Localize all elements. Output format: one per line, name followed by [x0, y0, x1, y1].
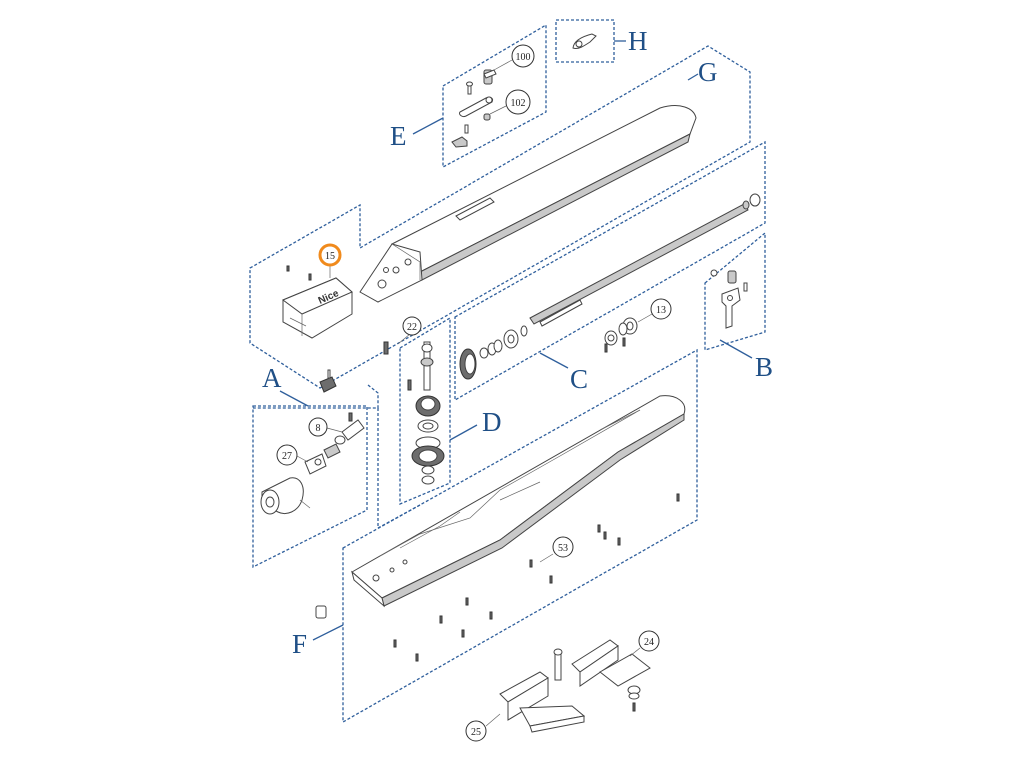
callout-100: 100	[516, 52, 531, 63]
release-key-part	[572, 33, 597, 49]
leader-B	[719, 339, 753, 359]
callout-leader-22	[397, 333, 411, 345]
callout-leader-24	[629, 647, 641, 657]
callout-leader-102	[489, 105, 507, 115]
callout-leader-8	[326, 427, 343, 433]
gear-column-D	[383, 341, 445, 485]
frame-G	[249, 45, 751, 389]
group-label-E: E	[390, 121, 407, 151]
bracket-parts-B	[710, 269, 748, 329]
callout-leader-100	[493, 59, 513, 71]
callout-bubble-13	[650, 298, 672, 320]
end-cap-part: Nice	[281, 277, 353, 339]
callout-leader-53	[539, 553, 554, 563]
gear-stack-C	[459, 325, 528, 380]
top-cover-part	[359, 105, 697, 303]
callout-bubble-22	[402, 316, 422, 336]
base-housing-part	[351, 395, 686, 608]
frame-A-upper	[253, 384, 379, 409]
callout-bubble-27	[276, 444, 298, 466]
group-label-H: H	[628, 26, 648, 56]
frame-A	[252, 405, 368, 569]
bearing-parts-13	[604, 317, 638, 353]
leader-G	[687, 73, 699, 81]
callout-bubble-100	[511, 44, 535, 68]
callout-8: 8	[316, 423, 321, 434]
group-label-G: G	[698, 57, 718, 87]
callout-leader-27	[296, 455, 309, 463]
callout-bubble-102	[505, 89, 531, 115]
mounting-bracket-25	[499, 671, 586, 733]
frame-F	[342, 348, 698, 724]
callout-27: 27	[282, 451, 292, 462]
frame-C	[454, 140, 766, 402]
group-label-A: A	[262, 363, 282, 393]
frame-E	[442, 23, 547, 169]
base-screws-F	[315, 493, 680, 662]
callout-bubble-8	[308, 417, 328, 437]
group-label-B: B	[755, 352, 773, 382]
frame-B	[704, 231, 766, 351]
callout-bubble-53	[552, 536, 574, 558]
cap-screws	[286, 265, 312, 281]
worm-screw-part	[529, 193, 761, 327]
group-label-F: F	[292, 629, 307, 659]
callout-leader-25	[485, 713, 501, 727]
group-label-C: C	[570, 364, 588, 394]
mounting-bracket-24	[553, 639, 651, 712]
callout-leader-13	[637, 313, 653, 323]
frame-H	[555, 19, 615, 63]
leader-F	[312, 624, 344, 641]
callout-13: 13	[656, 305, 666, 316]
release-lever-parts	[451, 69, 497, 148]
callout-25: 25	[471, 727, 481, 738]
callout-53: 53	[558, 543, 568, 554]
callout-bubble-24	[638, 630, 660, 652]
callout-bubble-25	[465, 720, 487, 742]
leader-D	[449, 424, 478, 441]
callout-15: 15	[325, 251, 335, 262]
callout-24: 24	[644, 637, 654, 648]
leader-E	[412, 117, 444, 135]
callout-102: 102	[511, 98, 526, 109]
frame-F-inner	[377, 408, 421, 530]
leader-C	[539, 352, 569, 369]
leader-A	[279, 390, 309, 407]
callout-22: 22	[407, 322, 417, 333]
callout-bubble-15	[318, 243, 342, 267]
motor-group-A	[260, 369, 365, 515]
group-label-D: D	[482, 407, 502, 437]
